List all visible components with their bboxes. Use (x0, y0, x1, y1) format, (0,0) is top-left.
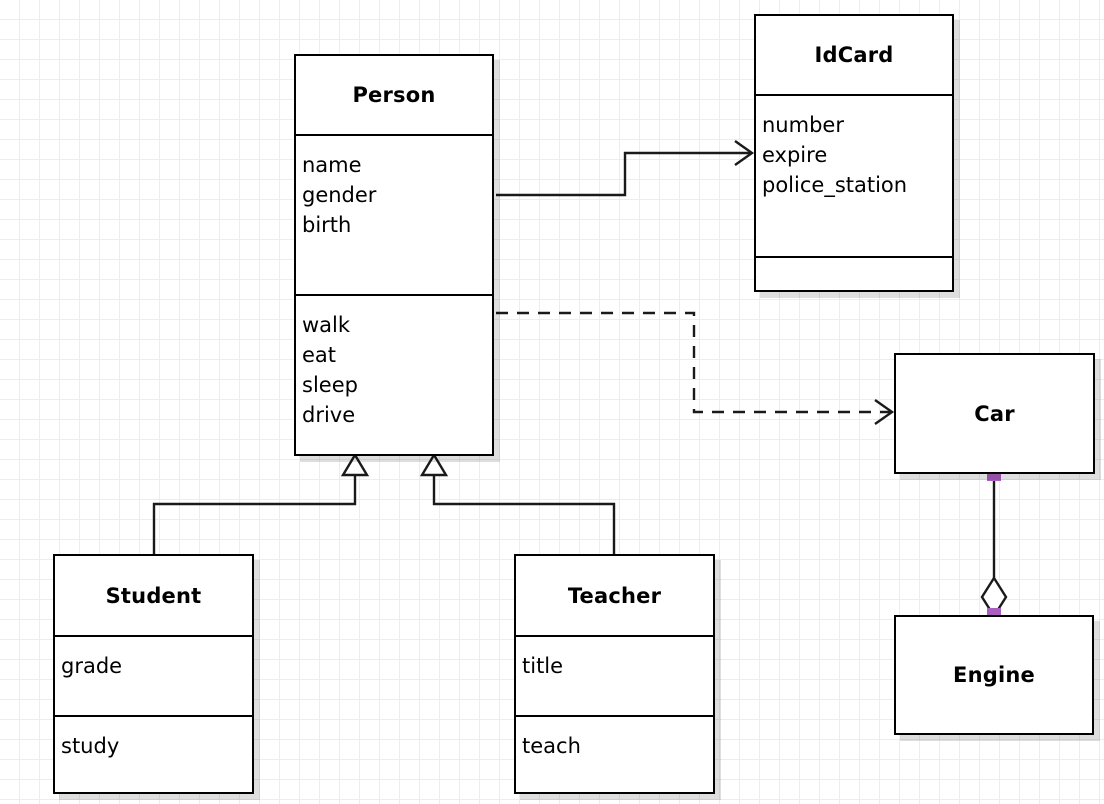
edge-person-idcard-line[interactable] (496, 151, 752, 197)
attribute-item: title (522, 654, 564, 678)
edge-person-car-line[interactable] (496, 311, 892, 414)
operation-item: study (61, 734, 120, 758)
attribute-item: expire (762, 143, 828, 167)
operation-item: drive (302, 403, 356, 427)
attribute-item: gender (302, 183, 377, 207)
attribute-item: name (302, 153, 362, 177)
class-title-engine: Engine (896, 617, 1092, 733)
class-name-label: IdCard (814, 43, 894, 67)
operations-compartment-teacher: teach (516, 715, 713, 792)
operations-compartment-student: study (55, 715, 252, 792)
class-box-student[interactable]: Student grade study (53, 554, 254, 794)
open-arrow-icon (734, 140, 755, 166)
class-box-teacher[interactable]: Teacher title teach (514, 554, 715, 794)
class-title-idcard: IdCard (756, 16, 952, 94)
attributes-compartment-student: grade (55, 635, 252, 715)
edge-teacher-person-line[interactable] (432, 474, 616, 554)
edge-teacher-person[interactable] (419, 452, 616, 554)
class-name-label: Teacher (567, 583, 662, 608)
class-name-label: Car (974, 401, 1015, 426)
attributes-compartment-idcard: number expire police_station (756, 94, 952, 256)
attribute-item: number (762, 113, 844, 137)
edge-person-car[interactable] (496, 311, 895, 425)
class-name-label: Student (105, 583, 202, 608)
hollow-triangle-icon (419, 452, 449, 477)
class-name-label: Person (352, 83, 436, 107)
hollow-triangle-icon (340, 452, 370, 477)
edge-student-person[interactable] (152, 452, 370, 554)
attribute-item: birth (302, 213, 352, 237)
class-box-idcard[interactable]: IdCard number expire police_station (754, 14, 954, 292)
operation-item: walk (302, 313, 351, 337)
class-box-person[interactable]: Person name gender birth walk eat sleep … (294, 54, 494, 456)
operations-compartment-idcard (756, 256, 952, 290)
class-title-teacher: Teacher (516, 556, 713, 635)
class-title-person: Person (296, 56, 492, 134)
attribute-item: police_station (762, 173, 908, 197)
operation-item: sleep (302, 373, 358, 397)
edge-person-idcard[interactable] (496, 140, 755, 197)
edge-car-engine[interactable] (980, 467, 1008, 622)
hollow-diamond-icon (980, 575, 1008, 619)
attribute-item: grade (61, 654, 123, 678)
operations-compartment-person: walk eat sleep drive (296, 294, 492, 454)
class-title-car: Car (896, 355, 1093, 472)
attributes-compartment-person: name gender birth (296, 134, 492, 294)
class-box-car[interactable]: Car (894, 353, 1095, 474)
operation-item: eat (302, 343, 337, 367)
class-box-engine[interactable]: Engine (894, 615, 1094, 735)
class-name-label: Engine (953, 663, 1035, 687)
edge-student-person-line[interactable] (152, 474, 357, 554)
operation-item: teach (522, 734, 581, 758)
attributes-compartment-teacher: title (516, 635, 713, 715)
class-title-student: Student (55, 556, 252, 635)
open-arrow-icon (874, 399, 895, 425)
